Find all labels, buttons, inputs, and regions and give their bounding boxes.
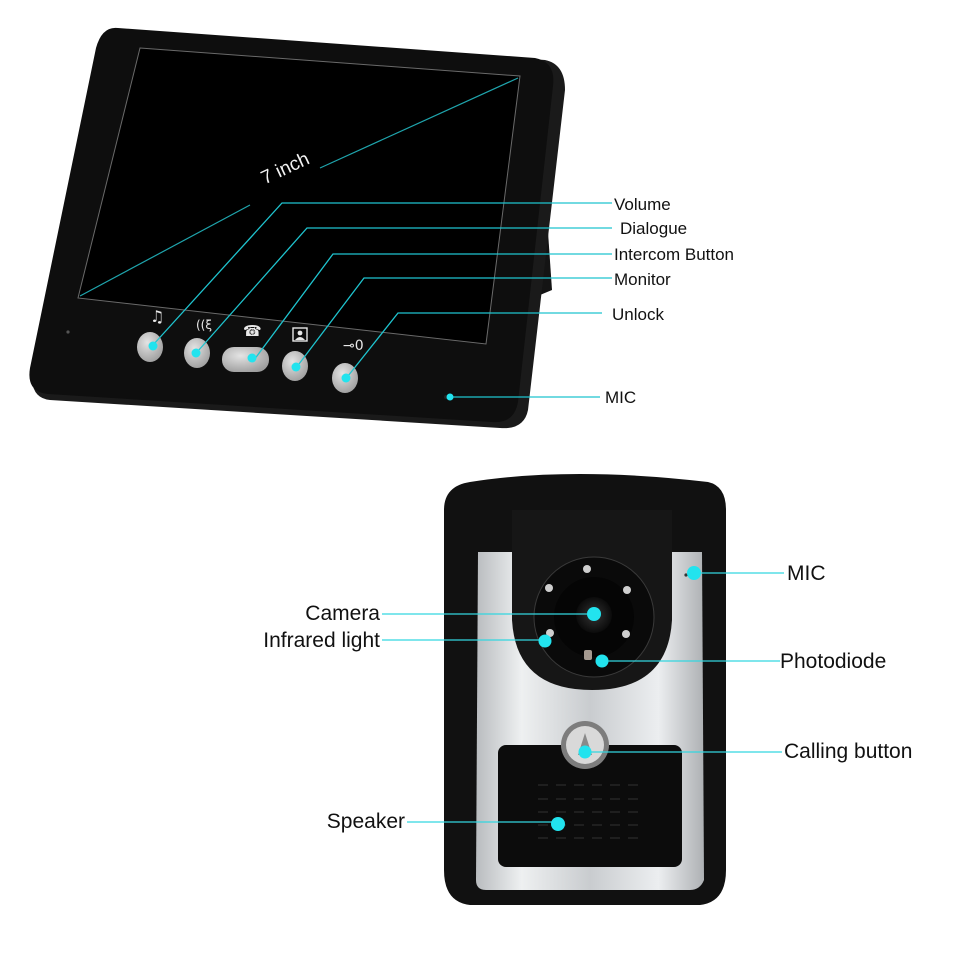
label-unlock: Unlock xyxy=(612,305,664,324)
portrait-icon-head xyxy=(297,330,303,336)
dot-intercom xyxy=(247,353,257,363)
talk-icon: ((ξ xyxy=(196,318,212,332)
doorbell-callouts xyxy=(382,572,784,823)
label-monitor: Monitor xyxy=(614,270,671,289)
dot-photodiode xyxy=(595,654,609,668)
ir-led xyxy=(623,586,631,594)
speaker-panel xyxy=(498,745,682,867)
dot-speaker xyxy=(551,817,565,831)
portrait-icon-body xyxy=(295,337,305,340)
phone-handset-icon: ☎ xyxy=(243,322,262,340)
dot-dialogue xyxy=(191,348,201,358)
label-dialogue: Dialogue xyxy=(620,219,688,238)
label-photodiode: Photodiode xyxy=(780,650,887,673)
label-calling-button: Calling button xyxy=(784,740,913,763)
screen-diagonal-line xyxy=(79,204,251,297)
callout-monitor xyxy=(298,277,612,365)
monitor-screen xyxy=(77,47,521,345)
label-speaker: Speaker xyxy=(326,810,405,833)
dot-calling xyxy=(578,745,592,759)
intercom-button[interactable] xyxy=(222,347,269,372)
dot-volume xyxy=(148,341,158,351)
ir-led xyxy=(545,584,553,592)
monitor-callout-dots xyxy=(148,341,454,401)
callout-volume xyxy=(152,202,612,346)
doorbell-mic-hole xyxy=(684,573,688,577)
callout-unlock xyxy=(347,312,602,377)
label-monitor-mic: MIC xyxy=(605,388,637,407)
monitor-callouts xyxy=(152,202,612,398)
dot-mic-door xyxy=(687,566,701,580)
ir-led xyxy=(622,630,630,638)
label-camera: Camera xyxy=(305,602,380,625)
outdoor-doorbell xyxy=(444,474,726,905)
dot-infrared xyxy=(538,634,552,648)
dot-monitor xyxy=(291,362,301,372)
callout-dialogue xyxy=(197,227,612,352)
indicator-dot xyxy=(66,330,70,334)
portrait-icon xyxy=(292,327,308,342)
label-doorbell-mic: MIC xyxy=(787,562,826,585)
screen-diagonal-line-upper xyxy=(319,77,519,169)
callout-intercom xyxy=(253,253,612,361)
dot-camera xyxy=(587,607,601,621)
music-note-icon: ♫ xyxy=(150,307,164,326)
label-infrared: Infrared light xyxy=(263,629,380,652)
label-volume: Volume xyxy=(614,195,671,214)
dot-unlock xyxy=(341,373,351,383)
label-intercom: Intercom Button xyxy=(614,245,735,264)
speaker-grille xyxy=(538,784,638,839)
photodiode xyxy=(584,650,592,660)
key-icon: ⊸0 xyxy=(343,338,364,354)
ir-led xyxy=(583,565,591,573)
dot-mic xyxy=(446,393,454,401)
doorbell-callout-dots xyxy=(538,566,701,831)
infrared-leds xyxy=(545,565,631,638)
ir-led xyxy=(546,629,554,637)
